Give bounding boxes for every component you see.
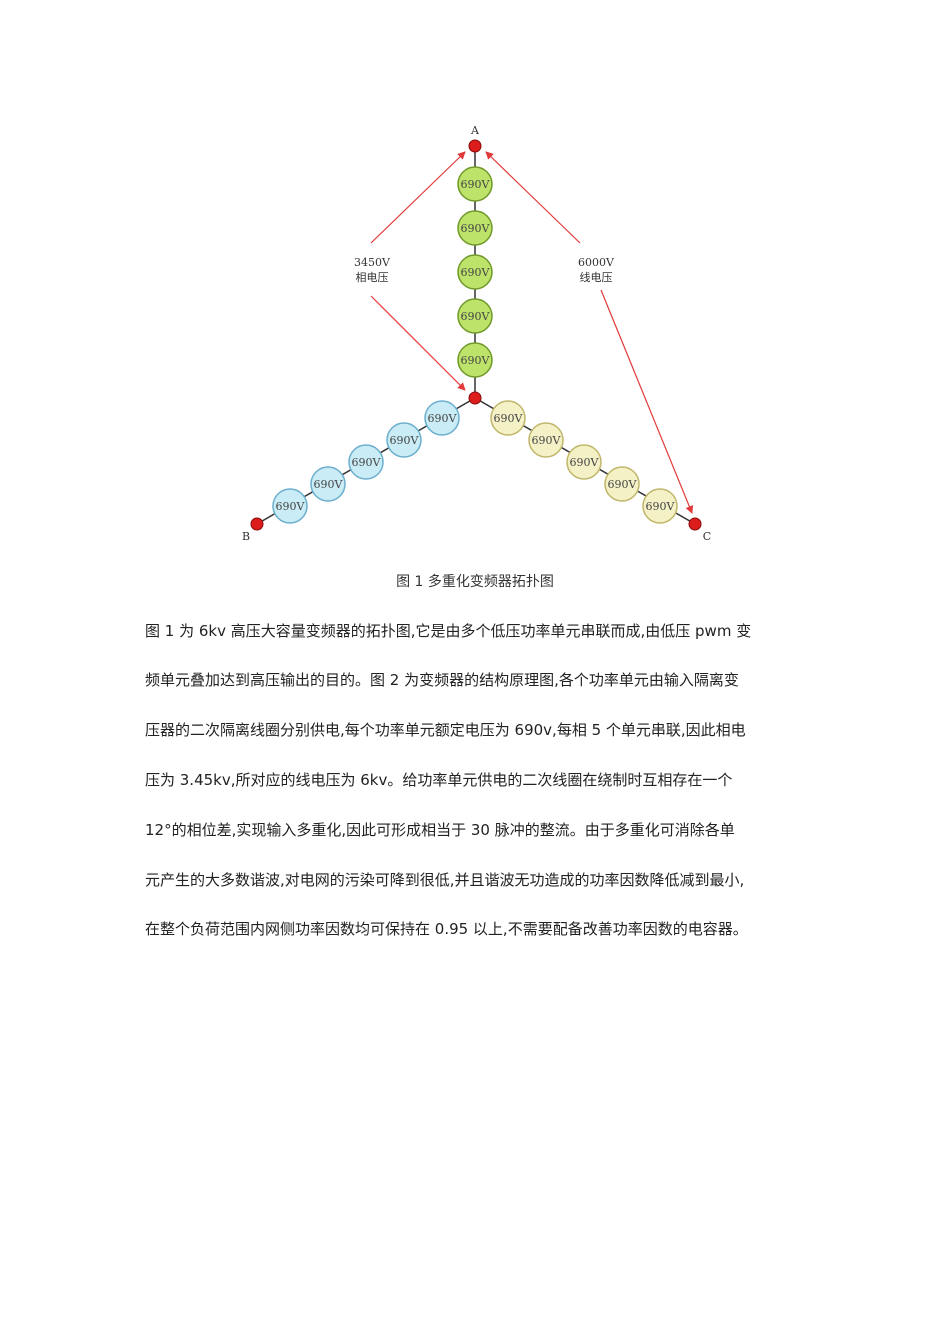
svg-text:690V: 690V	[352, 456, 382, 469]
svg-text:690V: 690V	[461, 266, 491, 279]
svg-text:690V: 690V	[390, 434, 420, 447]
body-paragraph-line: 元产生的大多数谐波,对电网的污染可降到很低,并且谐波无功造成的功率因数降低减到最…	[145, 871, 745, 889]
arrow-line-voltage-up	[485, 151, 581, 244]
node-neutral	[468, 391, 482, 405]
power-unit: 690V	[642, 488, 678, 524]
power-unit: 690V	[457, 298, 493, 334]
node-a-label: A	[470, 124, 480, 137]
svg-text:690V: 690V	[570, 456, 600, 469]
line-voltage-label: 线电压	[580, 270, 613, 284]
svg-text:690V: 690V	[494, 412, 524, 425]
body-paragraph-line: 压为 3.45kv,所对应的线电压为 6kv。给功率单元供电的二次线圈在绕制时互…	[145, 771, 733, 789]
annotation-arrows	[370, 151, 694, 514]
svg-text:690V: 690V	[646, 500, 676, 513]
svg-text:690V: 690V	[461, 310, 491, 323]
power-unit: 690V	[424, 400, 460, 436]
svg-text:690V: 690V	[608, 478, 638, 491]
power-unit: 690V	[604, 466, 640, 502]
node-a	[468, 139, 482, 153]
power-unit: 690V	[457, 166, 493, 202]
terminal-nodes	[250, 139, 702, 531]
svg-text:690V: 690V	[461, 222, 491, 235]
node-c-label: C	[703, 530, 711, 543]
node-c	[688, 517, 702, 531]
phase-voltage-value: 3450V	[354, 256, 391, 269]
power-unit: 690V	[528, 422, 564, 458]
svg-text:690V: 690V	[461, 354, 491, 367]
power-unit: 690V	[272, 488, 308, 524]
svg-text:690V: 690V	[314, 478, 344, 491]
svg-text:690V: 690V	[532, 434, 562, 447]
svg-text:690V: 690V	[428, 412, 458, 425]
phase-b-units: 690V 690V 690V 690V 690V	[272, 400, 460, 524]
phase-voltage-label: 相电压	[356, 271, 389, 284]
phase-c-units: 690V 690V 690V 690V 690V	[490, 400, 678, 524]
arrow-line-voltage-down	[600, 289, 694, 514]
body-paragraph-line: 12°的相位差,实现输入多重化,因此可形成相当于 30 脉冲的整流。由于多重化可…	[145, 821, 735, 839]
node-b	[250, 517, 264, 531]
power-unit: 690V	[386, 422, 422, 458]
body-paragraph-line: 压器的二次隔离线圈分别供电,每个功率单元额定电压为 690v,每相 5 个单元串…	[145, 721, 746, 739]
power-unit: 690V	[348, 444, 384, 480]
power-unit: 690V	[566, 444, 602, 480]
svg-text:690V: 690V	[276, 500, 306, 513]
body-paragraph-line: 图 1 为 6kv 高压大容量变频器的拓扑图,它是由多个低压功率单元串联而成,由…	[145, 622, 752, 640]
power-unit: 690V	[310, 466, 346, 502]
power-unit: 690V	[457, 254, 493, 290]
phase-a-units: 690V 690V 690V 690V 690V	[457, 166, 493, 378]
arrow-phase-voltage-up	[370, 151, 466, 244]
power-unit: 690V	[457, 342, 493, 378]
node-b-label: B	[242, 530, 250, 543]
line-voltage-value: 6000V	[578, 256, 615, 269]
body-paragraph-line: 频单元叠加达到高压输出的目的。图 2 为变频器的结构原理图,各个功率单元由输入隔…	[145, 671, 739, 689]
figure-caption: 图 1 多重化变频器拓扑图	[396, 574, 554, 590]
arrow-phase-voltage-down	[370, 295, 466, 391]
power-unit: 690V	[490, 400, 526, 436]
power-unit: 690V	[457, 210, 493, 246]
topology-diagram: 690V 690V 690V 690V 690V 690V 690V	[242, 124, 711, 543]
svg-text:690V: 690V	[461, 178, 491, 191]
body-paragraph-line: 在整个负荷范围内网侧功率因数均可保持在 0.95 以上,不需要配备改善功率因数的…	[145, 920, 748, 938]
